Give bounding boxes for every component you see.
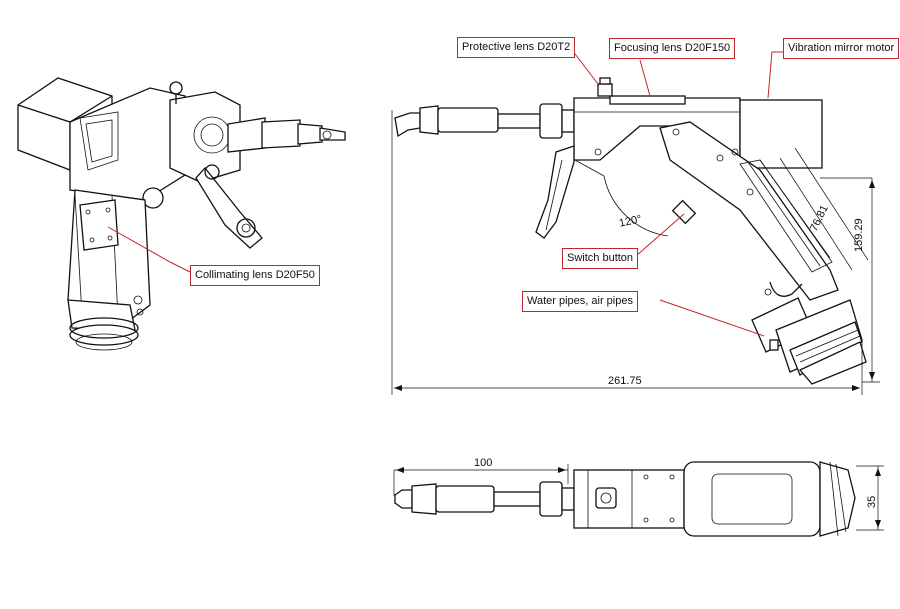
dim-overall-length: 261.75 <box>608 375 642 387</box>
top-view-dimensions <box>393 464 884 531</box>
callout-focusing-lens: Focusing lens D20F150 <box>609 38 736 59</box>
isometric-view <box>17 77 346 351</box>
switch-button-leader <box>635 213 685 257</box>
callout-water-air-pipes: Water pipes, air pipes <box>522 291 638 312</box>
collimating-lens-leader <box>107 226 191 273</box>
top-view <box>394 461 856 537</box>
protective-lens-leader <box>571 49 599 85</box>
dim-body-width: 35 <box>866 495 878 508</box>
side-view <box>394 77 867 385</box>
pipes-leader <box>659 299 765 337</box>
callout-collimating-lens: Collimating lens D20F50 <box>190 265 320 286</box>
callout-switch-button: Switch button <box>562 248 639 269</box>
dim-height: 159.29 <box>853 218 865 252</box>
callout-protective-lens: Protective lens D20T2 <box>457 37 576 58</box>
callout-vibration-motor: Vibration mirror motor <box>783 38 900 59</box>
vibration-motor-leader <box>767 51 784 99</box>
focusing-lens-leader <box>639 59 651 97</box>
dim-nozzle-length: 100 <box>474 457 493 469</box>
side-view-dimensions <box>391 110 880 395</box>
